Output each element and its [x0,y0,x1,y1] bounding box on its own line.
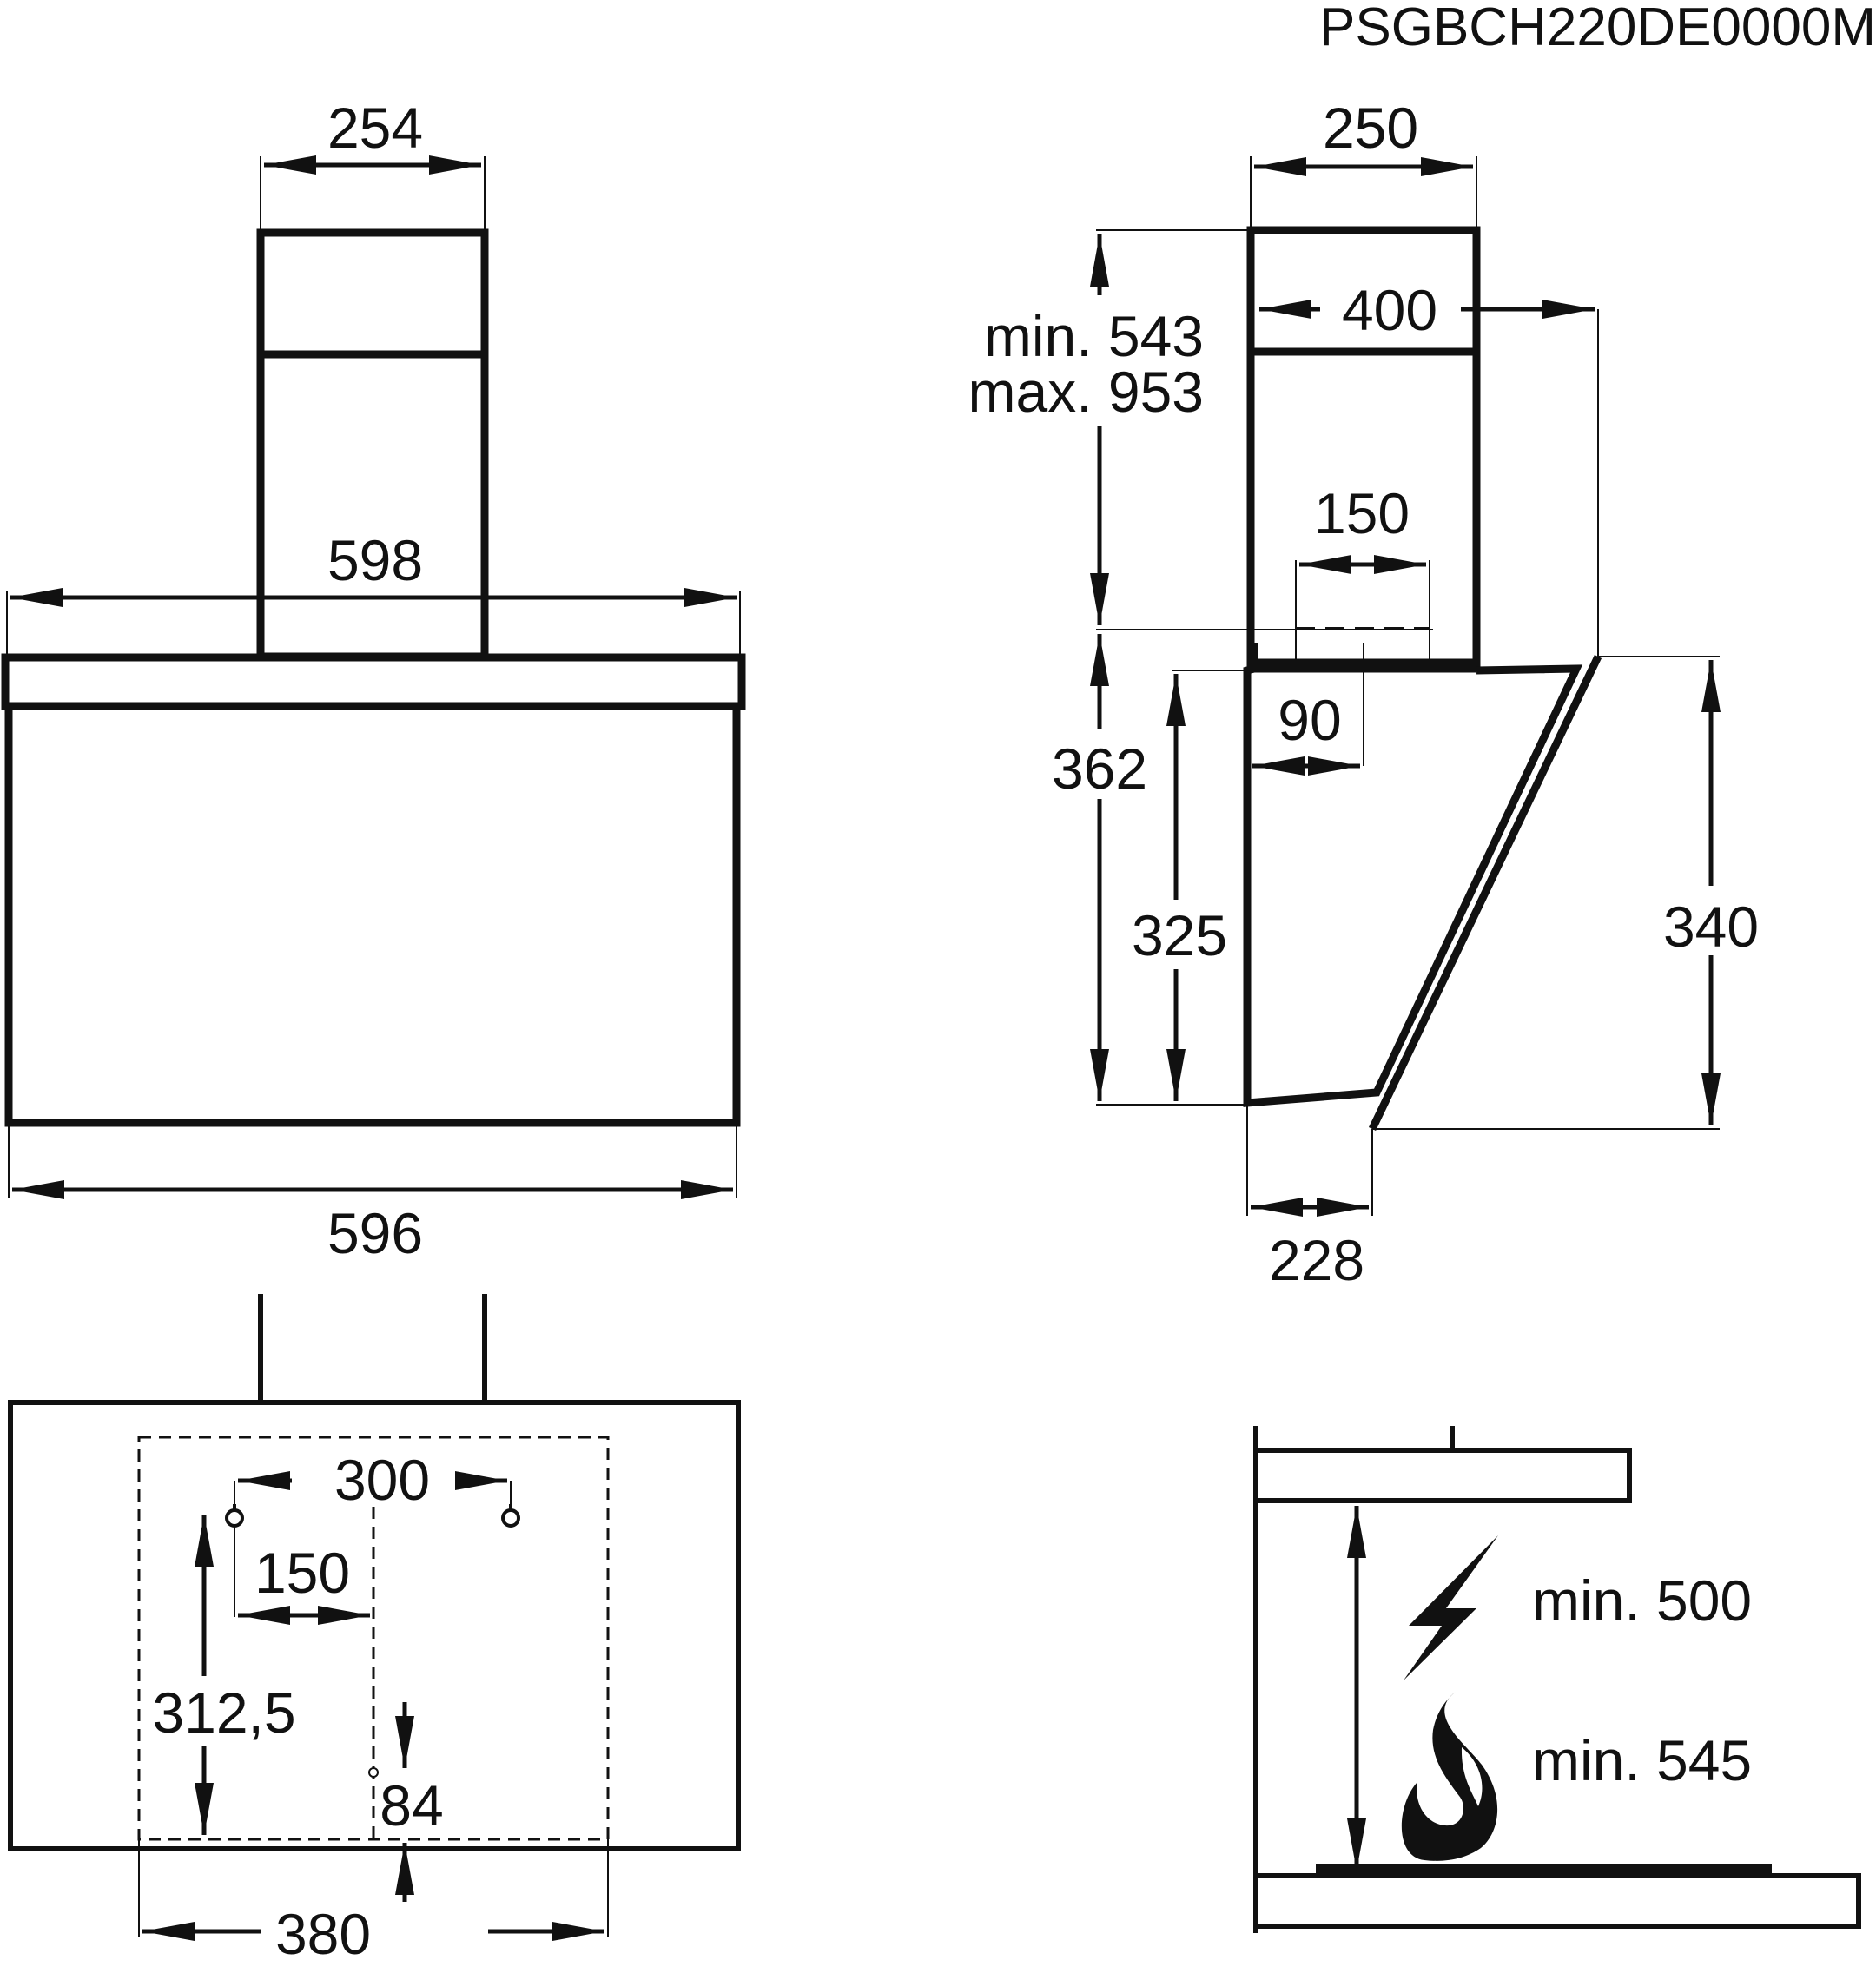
body-height-label: 362 [1052,736,1147,801]
electric-clearance-label: min. 500 [1532,1568,1752,1633]
mounting-view: 300 150 312,5 84 380 [8,1294,741,1966]
side-glass-panel [1368,655,1602,1131]
duct-offset-label: 90 [1278,688,1341,752]
clearance-view: min. 500 min. 545 [1253,1426,1861,1933]
gas-clearance-label: min. 545 [1532,1728,1752,1792]
lower-hole-label: 84 [380,1773,443,1838]
overall-depth-label: 400 [1342,278,1437,342]
chimney-depth-label: 250 [1323,96,1418,160]
clearance-hob [1316,1864,1772,1876]
bottom-depth-label: 228 [1269,1228,1364,1292]
bracket-width-label: 380 [275,1902,371,1966]
model-code: PSGBCH220DE0000M [1319,0,1876,57]
mount-height-label: 312,5 [152,1680,295,1745]
hole-spacing-label: 300 [334,1448,430,1512]
flame-icon [1401,1692,1498,1861]
chimney-height-min-label: min. 543 [984,304,1204,368]
bracket-area [137,1436,610,1841]
front-chimney-lower [256,350,489,661]
lower-hole-icon [368,1767,379,1778]
front-body [4,702,741,1127]
clearance-worktop [1253,1873,1861,1929]
mounting-panel [8,1400,741,1851]
hole-offset-label: 150 [254,1541,350,1605]
body-width-label: 596 [327,1201,423,1265]
front-canopy-band [1,653,746,710]
clearance-hood [1253,1448,1632,1503]
chimney-width-label: 254 [327,96,423,160]
duct-outlet-label: 150 [1314,481,1410,545]
front-view: 254 598 596 [1,96,746,1265]
glass-height-label: 340 [1663,894,1759,959]
side-view: 250 400 min. 543 max. 953 150 90 362 325 [938,96,1772,1292]
lightning-bolt-icon [1404,1535,1498,1680]
front-chimney-upper [256,228,489,359]
canopy-width-label: 598 [327,528,423,592]
rear-height-label: 325 [1132,903,1227,967]
chimney-height-max-label: max. 953 [968,360,1204,424]
